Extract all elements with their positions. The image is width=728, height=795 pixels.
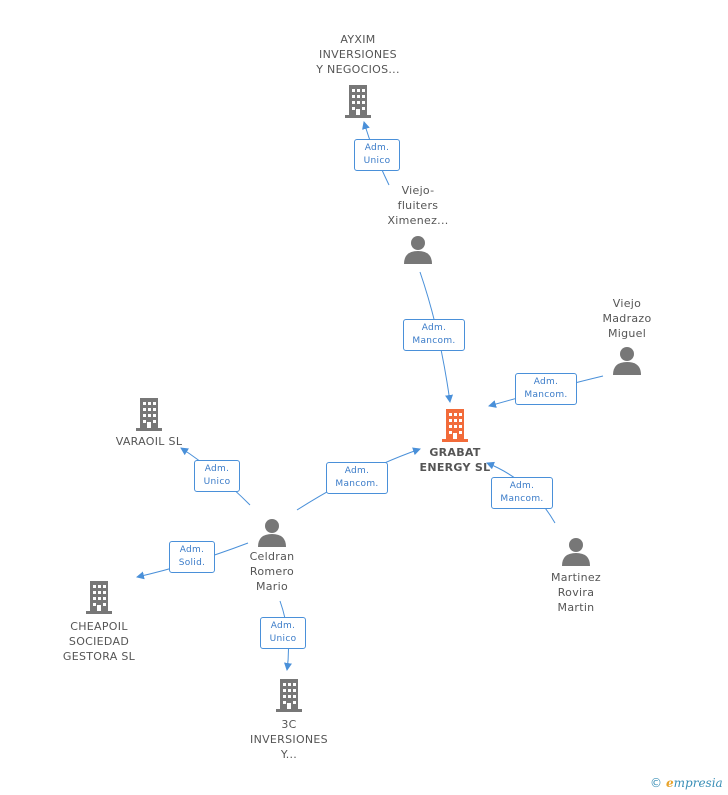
- person-icon: [404, 236, 432, 264]
- relation-type: Unico: [269, 634, 297, 644]
- relation-role: Adm.: [509, 481, 535, 491]
- building-icon: [345, 85, 371, 118]
- copyright-symbol: ©: [650, 776, 662, 790]
- node-cheapoil-label: CHEAPOIL SOCIEDAD GESTORA SL: [62, 620, 136, 663]
- building-icon: [86, 581, 112, 614]
- relation-label-ayxim-unico[interactable]: Adm. Unico: [354, 139, 400, 171]
- relation-role: Adm.: [204, 464, 230, 474]
- relation-role: Adm.: [533, 377, 559, 387]
- node-celdran-label: Celdran Romero Mario: [249, 550, 295, 593]
- person-icon: [258, 519, 286, 547]
- relation-type: Unico: [203, 477, 231, 487]
- relation-type: Mancom.: [524, 390, 568, 400]
- building-icon: [136, 398, 162, 431]
- relation-label-madrazo-mancom[interactable]: Adm. Mancom.: [515, 373, 577, 405]
- node-viejo-fluiters[interactable]: Viejo- fluiters Ximenez...: [358, 183, 478, 264]
- node-martinez-label: Martinez Rovira Martin: [550, 571, 602, 614]
- relation-type: Mancom.: [335, 479, 379, 489]
- relation-type: Unico: [363, 156, 391, 166]
- node-3c-inversiones[interactable]: 3C INVERSIONES Y...: [234, 677, 344, 762]
- node-ayxim[interactable]: AYXIM INVERSIONES Y NEGOCIOS...: [298, 32, 418, 119]
- relation-type: Mancom.: [500, 494, 544, 504]
- building-icon: [442, 409, 468, 442]
- relation-role: Adm.: [270, 621, 296, 631]
- empresia-logo: © empresia: [650, 776, 723, 790]
- relation-label-3c-unico[interactable]: Adm. Unico: [260, 617, 306, 649]
- relation-role: Adm.: [344, 466, 370, 476]
- node-varaoil-label: VARAOIL SL: [115, 435, 183, 448]
- relation-role: Adm.: [364, 143, 390, 153]
- relation-role: Adm.: [179, 545, 205, 555]
- node-celdran[interactable]: Celdran Romero Mario: [222, 517, 322, 594]
- person-icon: [562, 538, 590, 566]
- relation-label-varaoil-unico[interactable]: Adm. Unico: [194, 460, 240, 492]
- node-viejo-fluiters-label: Viejo- fluiters Ximenez...: [387, 184, 449, 227]
- relation-label-celdran-mancom[interactable]: Adm. Mancom.: [326, 462, 388, 494]
- node-ayxim-label: AYXIM INVERSIONES Y NEGOCIOS...: [316, 33, 400, 76]
- relation-type: Solid.: [178, 558, 206, 568]
- node-grabat-energy[interactable]: GRABAT ENERGY SL: [400, 407, 510, 475]
- relation-label-martinez-mancom[interactable]: Adm. Mancom.: [491, 477, 553, 509]
- node-martinez[interactable]: Martinez Rovira Martin: [526, 536, 626, 615]
- brand-rest: mpresia: [673, 776, 723, 790]
- node-grabat-label: GRABAT ENERGY SL: [419, 446, 491, 474]
- relation-label-fluiters-mancom[interactable]: Adm. Mancom.: [403, 319, 465, 351]
- node-viejo-madrazo[interactable]: Viejo Madrazo Miguel: [572, 296, 682, 375]
- relation-type: Mancom.: [412, 336, 456, 346]
- node-3c-label: 3C INVERSIONES Y...: [250, 718, 328, 761]
- relation-label-cheapoil-solid[interactable]: Adm. Solid.: [169, 541, 215, 573]
- node-viejo-madrazo-label: Viejo Madrazo Miguel: [602, 297, 652, 340]
- person-icon: [613, 347, 641, 375]
- relation-role: Adm.: [421, 323, 447, 333]
- building-icon: [276, 679, 302, 712]
- node-cheapoil[interactable]: CHEAPOIL SOCIEDAD GESTORA SL: [44, 579, 154, 664]
- node-varaoil[interactable]: VARAOIL SL: [94, 396, 204, 449]
- brand-e: e: [666, 776, 674, 790]
